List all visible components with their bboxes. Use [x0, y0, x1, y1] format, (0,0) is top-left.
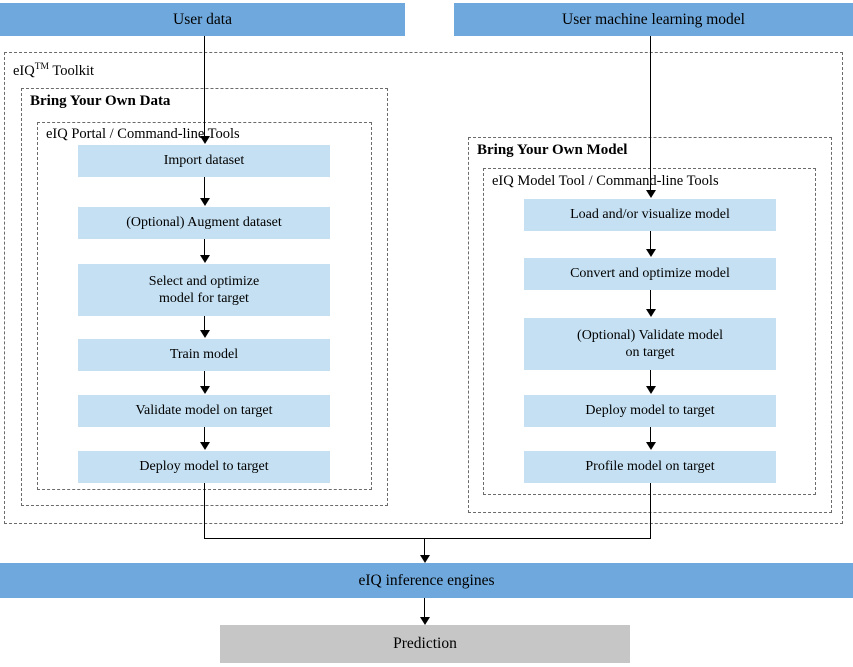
arrowhead-usermodel-to-right-step1: [645, 190, 656, 198]
arrowhead-inference-to-prediction: [419, 617, 430, 625]
left-step-box-4: Train model: [78, 339, 330, 371]
right-step-box-5: Profile model on target: [524, 451, 776, 483]
prediction-label: Prediction: [393, 635, 457, 652]
bring-your-own-model-label: Bring Your Own Model: [477, 142, 628, 158]
connector-right-4-5: [650, 427, 652, 443]
connector-right-3-4: [650, 370, 652, 387]
right-step-box-2: Convert and optimize model: [524, 258, 776, 290]
connector-left-4-5: [204, 371, 206, 387]
arrowhead-right-2-3: [645, 309, 656, 317]
user-model-label: User machine learning model: [562, 10, 745, 28]
connector-right-1-2: [650, 231, 652, 250]
connector-userdata-to-left-step1: [204, 36, 206, 137]
arrowhead-left-2-3: [199, 255, 210, 263]
connector-usermodel-to-right-step1: [650, 36, 652, 191]
merge-bus-horizontal: [204, 538, 651, 540]
arrowhead-right-1-2: [645, 249, 656, 257]
toolkit-label-superscript: TM: [34, 62, 49, 72]
right-step-box-4: Deploy model to target: [524, 395, 776, 427]
connector-left-1-2: [204, 177, 206, 199]
connector-merge-to-inference: [424, 538, 426, 556]
toolkit-label-text: eIQ: [13, 62, 35, 79]
user-model-banner: User machine learning model: [454, 3, 853, 36]
left-step-box-5: Validate model on target: [78, 395, 330, 427]
arrowhead-left-3-4: [199, 330, 210, 338]
connector-left-5-6: [204, 427, 206, 443]
connector-left-branch-outflow: [204, 483, 206, 539]
arrowhead-right-4-5: [645, 442, 656, 450]
prediction-box: Prediction: [220, 625, 630, 663]
arrowhead-left-5-6: [199, 442, 210, 450]
user-data-banner: User data: [0, 3, 405, 36]
connector-right-branch-outflow: [650, 483, 652, 539]
bring-your-own-data-label: Bring Your Own Data: [30, 93, 171, 109]
left-step-box-1: Import dataset: [78, 145, 330, 177]
connector-inference-to-prediction: [424, 598, 426, 618]
eiq-toolkit-container: [4, 52, 843, 524]
left-step-box-2: (Optional) Augment dataset: [78, 207, 330, 239]
eiq-model-tool-container: [483, 168, 816, 495]
eiq-model-tool-label: eIQ Model Tool / Command-line Tools: [492, 173, 719, 189]
arrowhead-left-1-2: [199, 198, 210, 206]
inference-engines-banner: eIQ inference engines: [0, 563, 853, 598]
left-step-box-6: Deploy model to target: [78, 451, 330, 483]
inference-engines-label: eIQ inference engines: [358, 571, 495, 589]
arrowhead-userdata-to-left-step1: [199, 136, 210, 144]
arrowhead-merge-to-inference: [419, 555, 430, 563]
connector-left-3-4: [204, 316, 206, 331]
right-step-box-1: Load and/or visualize model: [524, 199, 776, 231]
arrowhead-left-4-5: [199, 386, 210, 394]
toolkit-label-tail: Toolkit: [49, 62, 95, 79]
eiq-portal-tools-label: eIQ Portal / Command-line Tools: [46, 126, 240, 142]
left-step-box-3: Select and optimize model for target: [78, 264, 330, 316]
right-step-box-3: (Optional) Validate model on target: [524, 318, 776, 370]
eiq-toolkit-label: eIQTM Toolkit: [13, 62, 94, 80]
user-data-label: User data: [173, 10, 232, 28]
arrowhead-right-3-4: [645, 386, 656, 394]
connector-right-2-3: [650, 290, 652, 310]
connector-left-2-3: [204, 239, 206, 256]
